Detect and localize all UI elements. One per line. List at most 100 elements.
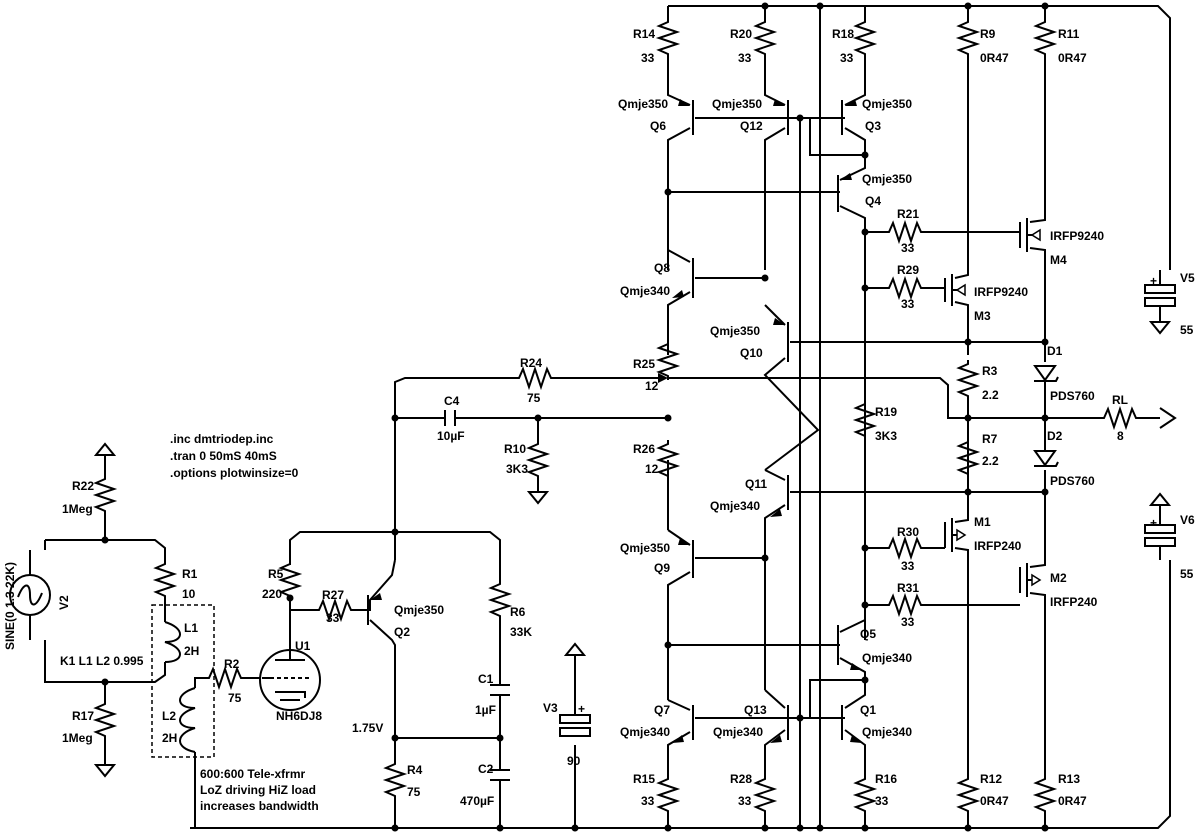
label-q2m: Qmje350 — [394, 603, 444, 617]
label-q8m: Qmje340 — [620, 284, 670, 298]
label-r19: R19 — [875, 405, 897, 419]
label-q5: Q5 — [860, 627, 876, 641]
label-q12m: Qmje350 — [712, 97, 762, 111]
label-q4: Q4 — [865, 194, 881, 208]
label-u1: U1 — [295, 639, 311, 653]
label-r15: R15 — [633, 772, 655, 786]
label-r15v: 33 — [641, 794, 655, 808]
capacitors — [444, 410, 510, 781]
label-k1: K1 L1 L2 0.995 — [60, 654, 144, 668]
mosfets — [944, 218, 1042, 597]
label-v2: V2 — [57, 595, 71, 610]
label-r14v: 33 — [641, 51, 655, 65]
label-r16v: 33 — [875, 794, 889, 808]
label-r21v: 33 — [901, 241, 915, 255]
label-r18v: 33 — [840, 51, 854, 65]
label-r26v: 12 — [645, 462, 659, 476]
label-v3v: 90 — [567, 754, 581, 768]
label-r29v: 33 — [901, 297, 915, 311]
label-m4: M4 — [1050, 253, 1067, 267]
label-q7m: Qmje340 — [620, 725, 670, 739]
ground-symbols — [95, 407, 1177, 777]
label-q3m: Qmje350 — [862, 97, 912, 111]
label-r4: R4 — [407, 763, 423, 777]
label-c2: C2 — [478, 762, 494, 776]
label-q5m: Qmje340 — [862, 651, 912, 665]
label-r7: R7 — [982, 432, 998, 446]
label-v2src: SINE(0 1.3 22K) — [3, 562, 17, 650]
label-q10m: Qmje350 — [710, 324, 760, 338]
label-m3: M3 — [974, 309, 991, 323]
label-l1v: 2H — [184, 644, 199, 658]
label-r4v: 75 — [407, 785, 421, 799]
label-m1: M1 — [974, 515, 991, 529]
label-note3: increases bandwidth — [200, 799, 319, 813]
transformer — [151, 604, 215, 758]
label-r2: R2 — [224, 657, 240, 671]
label-v3: V3 — [543, 701, 558, 715]
label-r13: R13 — [1058, 772, 1080, 786]
label-r6: R6 — [510, 605, 526, 619]
label-r14: R14 — [633, 27, 655, 41]
label-r3v: 2.2 — [982, 388, 999, 402]
label-c4: C4 — [444, 394, 460, 408]
label-u1m: NH6DJ8 — [276, 709, 322, 723]
label-r20: R20 — [730, 27, 752, 41]
label-c4v: 10µF — [437, 429, 465, 443]
spice-options: .options plotwinsize=0 — [170, 466, 299, 480]
label-q9m: Qmje350 — [620, 541, 670, 555]
label-q1m: Qmje340 — [862, 725, 912, 739]
label-q1: Q1 — [860, 703, 876, 717]
spice-inc: .inc dmtriodep.inc — [170, 432, 274, 446]
label-r31v: 33 — [901, 615, 915, 629]
label-q10: Q10 — [740, 346, 763, 360]
label-c2v: 470µF — [460, 794, 494, 808]
label-r6v: 33K — [510, 625, 532, 639]
label-r12v: 0R47 — [980, 794, 1009, 808]
label-m2m: IRFP240 — [1050, 595, 1098, 609]
label-l2v: 2H — [162, 731, 177, 745]
label-r27v: 33 — [326, 611, 340, 625]
label-r17v: 1Meg — [62, 731, 93, 745]
label-q4m: Qmje350 — [862, 172, 912, 186]
label-node175: 1.75V — [352, 721, 383, 735]
label-m3m: IRFP9240 — [974, 285, 1028, 299]
label-r5: R5 — [268, 567, 284, 581]
label-r24v: 75 — [527, 391, 541, 405]
label-m1m: IRFP240 — [974, 539, 1022, 553]
label-note1: 600:600 Tele-xfrmr — [200, 767, 306, 781]
label-l2: L2 — [162, 709, 176, 723]
junction-dots — [101, 2, 1049, 832]
labels: .inc dmtriodep.inc .tran 0 50mS 40mS .op… — [3, 27, 1195, 813]
diodes — [1033, 365, 1059, 467]
label-d1: D1 — [1047, 344, 1063, 358]
label-r24: R24 — [520, 356, 542, 370]
label-plus: + — [1150, 516, 1157, 530]
label-q11: Q11 — [745, 477, 767, 491]
label-note2: LoZ driving HiZ load — [200, 783, 316, 797]
label-q8: Q8 — [654, 261, 670, 275]
label-q7: Q7 — [654, 703, 670, 717]
label-plus: + — [578, 702, 585, 716]
label-r9: R9 — [980, 27, 996, 41]
label-q9: Q9 — [654, 561, 670, 575]
label-r28: R28 — [730, 772, 752, 786]
label-r16: R16 — [875, 772, 897, 786]
label-r28v: 33 — [738, 794, 752, 808]
label-c1v: 1µF — [475, 703, 496, 717]
label-r1v: 10 — [182, 587, 196, 601]
label-m2: M2 — [1050, 571, 1067, 585]
label-r25: R25 — [633, 357, 655, 371]
label-r7v: 2.2 — [982, 454, 999, 468]
label-r20v: 33 — [738, 51, 752, 65]
label-r29: R29 — [897, 263, 919, 277]
label-q2: Q2 — [394, 625, 410, 639]
label-r27: R27 — [322, 588, 344, 602]
label-r22: R22 — [72, 479, 94, 493]
label-v6v: 55 — [1180, 567, 1194, 581]
label-r21: R21 — [897, 207, 919, 221]
label-rl: RL — [1112, 393, 1128, 407]
label-q13: Q13 — [744, 703, 767, 717]
wires — [44, 5, 1171, 829]
